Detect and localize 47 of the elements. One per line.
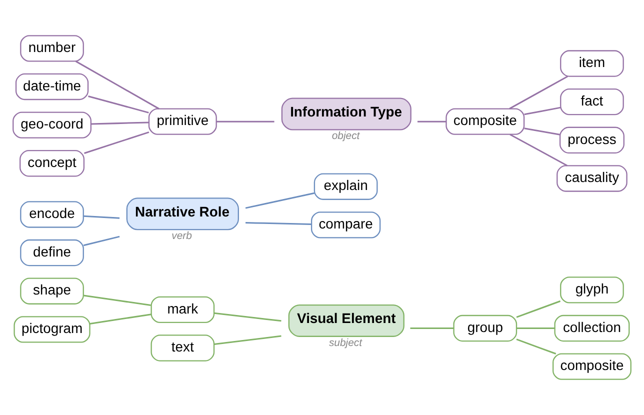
node-box: explain xyxy=(314,173,378,200)
connector xyxy=(214,312,282,322)
node-box: fact xyxy=(560,88,624,116)
node-box: composite xyxy=(552,353,632,380)
node-box: causality xyxy=(556,165,628,192)
connector xyxy=(75,60,160,110)
node-label: verb xyxy=(172,231,192,242)
connector xyxy=(510,134,568,166)
connector xyxy=(245,192,314,209)
node-box: primitive xyxy=(148,108,217,135)
node-box: composite xyxy=(446,108,525,135)
connector xyxy=(509,76,568,110)
connector xyxy=(84,215,120,219)
node-label: object xyxy=(332,131,360,142)
node-box: item xyxy=(560,50,624,77)
connector xyxy=(410,328,454,330)
node-box: number xyxy=(20,35,84,62)
connector xyxy=(90,122,149,125)
node-box: pictogram xyxy=(14,316,90,343)
node-box: concept xyxy=(20,150,85,177)
connector xyxy=(83,236,120,246)
node-box: mark xyxy=(150,296,215,324)
connector xyxy=(516,300,561,318)
node-box: shape xyxy=(20,278,84,304)
node-box: group xyxy=(453,314,518,342)
connector xyxy=(83,294,151,306)
connector xyxy=(90,314,152,325)
node-box: compare xyxy=(310,212,381,238)
node-box: text xyxy=(150,334,215,362)
connector xyxy=(516,338,556,354)
connector xyxy=(216,120,274,122)
connector xyxy=(214,335,282,346)
node-box: date-time xyxy=(15,73,89,100)
node-box: geo-coord xyxy=(12,112,92,138)
connector xyxy=(524,106,561,116)
connector xyxy=(84,131,150,154)
node-box: define xyxy=(20,239,84,266)
connector xyxy=(417,120,446,122)
connector xyxy=(246,222,312,225)
node-label: subject xyxy=(328,338,362,349)
node-box: glyph xyxy=(560,276,624,304)
connector xyxy=(88,96,149,114)
connector xyxy=(516,328,555,330)
node-box: encode xyxy=(20,201,84,228)
node-box: collection xyxy=(554,314,630,342)
node-box: process xyxy=(559,126,624,154)
connector xyxy=(524,128,560,136)
